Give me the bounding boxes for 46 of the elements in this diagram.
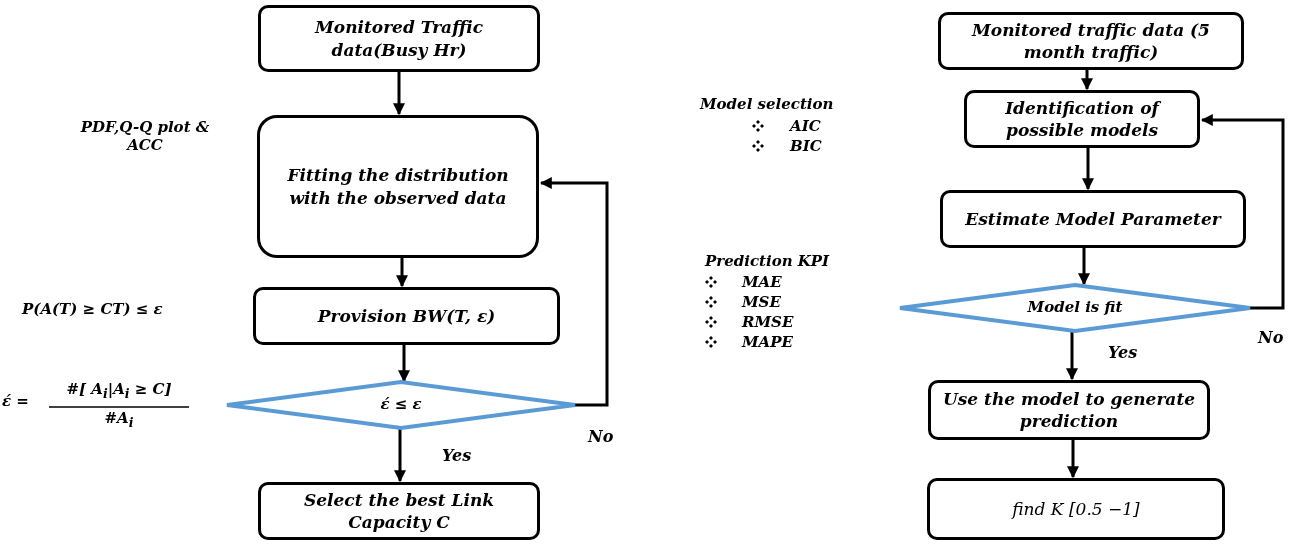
- step-text: Estimate Model Parameter: [965, 207, 1221, 231]
- arrow: [539, 177, 609, 407]
- condition-text: Model is fit: [1027, 298, 1123, 318]
- list-item: MAPE: [742, 333, 794, 351]
- list-item: MSE: [742, 293, 782, 311]
- process-box: [258, 482, 540, 540]
- process-box: [258, 5, 540, 72]
- list-item: AIC: [790, 117, 822, 135]
- process-box: [964, 90, 1200, 148]
- step-text: Monitored traffic data (5 month traffic): [970, 18, 1211, 64]
- arrow: [398, 345, 410, 383]
- arrow: [394, 428, 406, 483]
- step-text: Identification of possible models: [1004, 96, 1162, 142]
- arrow: [1066, 331, 1078, 381]
- arrow: [1078, 248, 1090, 286]
- arrow: [1082, 148, 1094, 191]
- decision-diamond: [227, 382, 575, 428]
- arrow: [1081, 70, 1093, 91]
- process-box: [938, 12, 1244, 70]
- condition-text: έ ≤ ε: [380, 395, 422, 415]
- process-box: [940, 190, 1246, 248]
- step-text: find K [0.5 −1]: [1012, 497, 1140, 521]
- annotation-text: Model selection: [700, 95, 835, 113]
- step-text: Use the model to generate prediction: [941, 387, 1197, 433]
- annotation-text: PDF,Q-Q plot & ACC: [79, 118, 211, 154]
- arrow: [396, 258, 408, 288]
- step-text: Fitting the distribution with the observed data: [286, 164, 510, 209]
- list-item: BIC: [790, 137, 823, 155]
- process-box: [257, 115, 539, 258]
- annotation-text: #A$_{i}$: [103, 409, 135, 430]
- process-box: [253, 287, 560, 345]
- annotation-text: #[ A$_{i}$|A$_{i}$ ≥ C]: [65, 380, 173, 401]
- annotation-text: Prediction KPI: [705, 252, 831, 270]
- annotation-text: έ =: [2, 392, 30, 410]
- list-item: RMSE: [742, 313, 795, 331]
- arrow: [1200, 114, 1285, 310]
- arrow: [1067, 440, 1079, 479]
- process-box: [928, 380, 1210, 440]
- arrow: [393, 72, 405, 116]
- list-item: MAE: [742, 273, 783, 291]
- decision-diamond: [900, 285, 1250, 331]
- process-box: [927, 478, 1225, 540]
- step-text: Select the best Link Capacity C: [303, 488, 495, 534]
- step-text: Monitored Traffic data(Busy Hr): [313, 16, 484, 61]
- annotation-text: P(A(T) ≥ CT) ≤ ε: [22, 300, 164, 318]
- step-text: Provision BW(T, ε): [317, 304, 496, 328]
